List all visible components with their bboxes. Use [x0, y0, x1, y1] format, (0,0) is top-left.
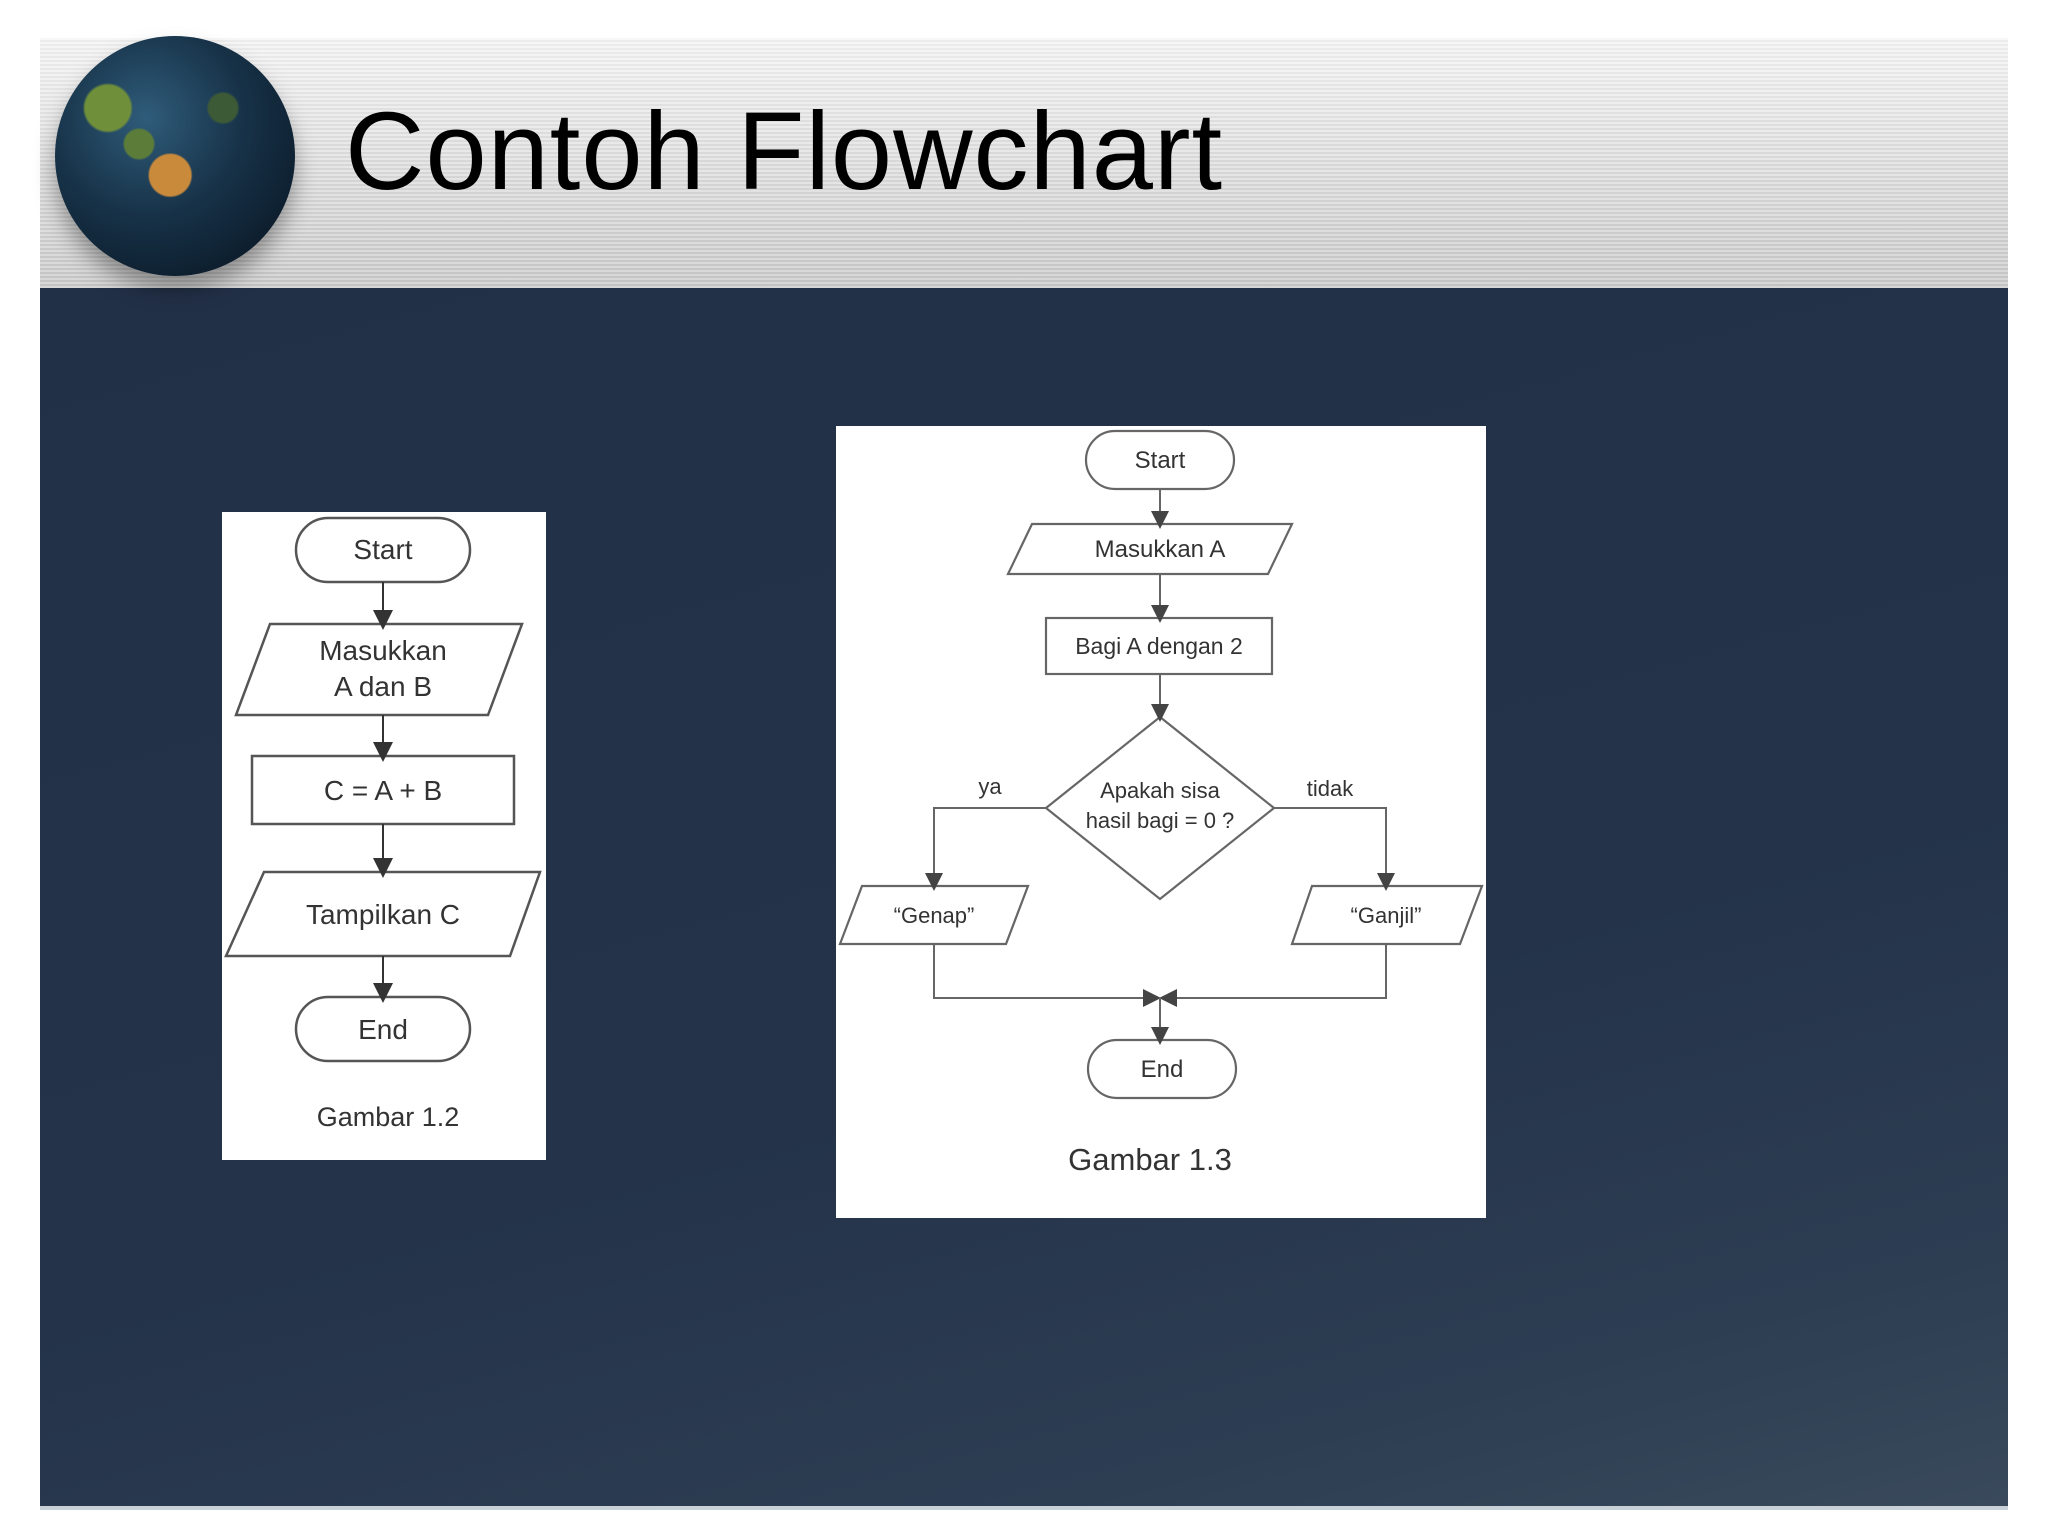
output-genap-label: “Genap”	[894, 903, 975, 928]
no-branch-label: tidak	[1307, 776, 1354, 801]
output-parallelogram	[224, 870, 542, 958]
process-label: Bagi A dengan 2	[1075, 633, 1243, 659]
figure-caption: Gambar 1.2	[317, 1102, 460, 1132]
process-box	[1044, 616, 1274, 676]
globe-image	[55, 36, 295, 276]
slide-title: Contoh Flowchart	[345, 90, 1224, 213]
start-label: Start	[1135, 447, 1186, 474]
input-label: Masukkan A	[1095, 536, 1226, 563]
flowchart-figure-1-2: Start Masukkan A dan B C = A + B Tampilk…	[222, 512, 546, 1160]
start-label: Start	[353, 534, 412, 565]
decision-diamond	[1044, 715, 1276, 901]
output-ganjil-label: “Ganjil”	[1351, 903, 1422, 928]
input-parallelogram	[234, 622, 524, 717]
flowchart-1-3-diagram: Start Masukkan A Bagi A dengan 2 Apakah …	[838, 429, 1484, 1177]
branch-ya-line	[925, 807, 1046, 891]
end-label: End	[358, 1014, 408, 1045]
process-box	[250, 754, 516, 826]
title-bar	[40, 38, 2008, 288]
merge-left-line	[933, 944, 1161, 1007]
branch-tidak-line	[1274, 807, 1395, 891]
figure-caption: Gambar 1.3	[1068, 1142, 1232, 1177]
input-label-line2: A dan B	[334, 671, 432, 702]
decision-label-line1: Apakah sisa	[1100, 778, 1221, 803]
output-label: Tampilkan C	[306, 899, 460, 930]
input-parallelogram	[1006, 522, 1294, 576]
flowchart-1-2-diagram: Start Masukkan A dan B C = A + B Tampilk…	[224, 516, 542, 1132]
yes-branch-label: ya	[978, 774, 1002, 799]
output-genap-parallelogram	[838, 884, 1030, 946]
output-ganjil-parallelogram	[1290, 884, 1484, 946]
end-label: End	[1141, 1056, 1184, 1083]
process-label: C = A + B	[324, 775, 442, 806]
bottom-divider	[40, 1506, 2008, 1510]
decision-label-line2: hasil bagi = 0 ?	[1086, 808, 1235, 833]
flowchart-figure-1-3: Start Masukkan A Bagi A dengan 2 Apakah …	[836, 426, 1486, 1218]
merge-right-line	[1159, 944, 1387, 1007]
input-label-line1: Masukkan	[319, 635, 447, 666]
